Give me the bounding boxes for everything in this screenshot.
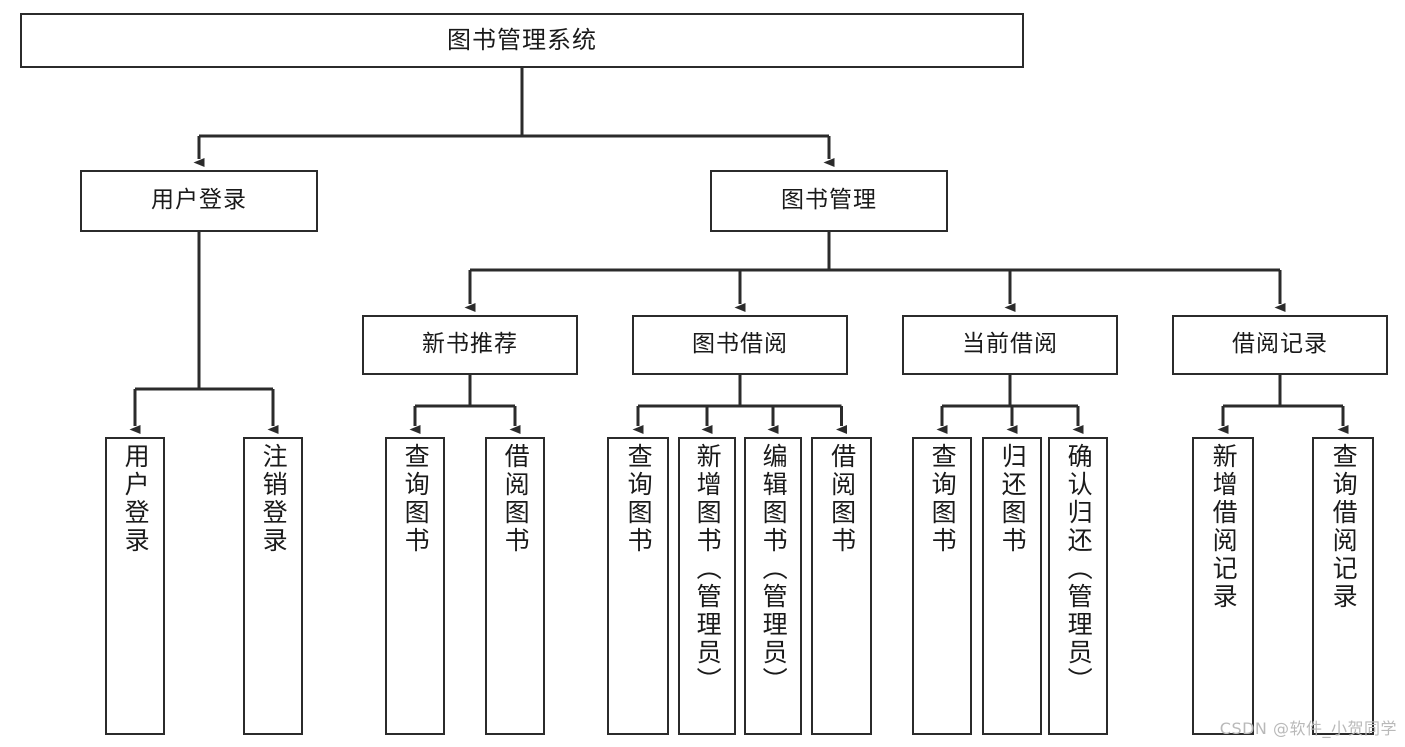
node-l12[interactable]: 新增借阅记录 <box>1192 437 1254 735</box>
node-l9[interactable]: 查询图书 <box>912 437 972 735</box>
node-label: 查询图书 <box>401 443 431 555</box>
node-label: 用户登录 <box>121 443 151 555</box>
node-l7[interactable]: 编辑图书（管理员） <box>744 437 802 735</box>
node-label: 用户登录 <box>151 187 247 214</box>
node-l6[interactable]: 新增图书（管理员） <box>678 437 736 735</box>
node-label: 当前借阅 <box>962 331 1058 358</box>
node-label: 图书管理系统 <box>447 26 597 55</box>
node-label: 借阅图书 <box>501 443 531 555</box>
node-label: 查询图书 <box>624 443 654 555</box>
node-l4[interactable]: 借阅图书 <box>485 437 545 735</box>
watermark: CSDN @软件_小贺同学 <box>1219 719 1397 738</box>
node-l1[interactable]: 用户登录 <box>105 437 165 735</box>
node-l8[interactable]: 借阅图书 <box>811 437 872 735</box>
node-label: 编辑图书（管理员） <box>759 443 789 695</box>
node-l3[interactable]: 查询图书 <box>385 437 445 735</box>
node-bookmgmt[interactable]: 图书管理 <box>710 170 948 232</box>
node-userlogin[interactable]: 用户登录 <box>80 170 318 232</box>
node-label: 图书管理 <box>781 187 877 214</box>
node-current[interactable]: 当前借阅 <box>902 315 1118 375</box>
node-l2[interactable]: 注销登录 <box>243 437 303 735</box>
node-label: 确认归还（管理员） <box>1064 443 1094 695</box>
node-l11[interactable]: 确认归还（管理员） <box>1048 437 1108 735</box>
node-label: 注销登录 <box>259 443 289 555</box>
node-label: 图书借阅 <box>692 331 788 358</box>
node-l10[interactable]: 归还图书 <box>982 437 1042 735</box>
node-records[interactable]: 借阅记录 <box>1172 315 1388 375</box>
node-l5[interactable]: 查询图书 <box>607 437 669 735</box>
node-label: 新书推荐 <box>422 331 518 358</box>
node-label: 查询借阅记录 <box>1329 443 1359 611</box>
node-root[interactable]: 图书管理系统 <box>20 13 1024 68</box>
node-newbook[interactable]: 新书推荐 <box>362 315 578 375</box>
node-l13[interactable]: 查询借阅记录 <box>1312 437 1374 735</box>
node-label: 借阅记录 <box>1232 331 1328 358</box>
node-label: 查询图书 <box>928 443 958 555</box>
node-borrowbook[interactable]: 图书借阅 <box>632 315 848 375</box>
node-label: 新增图书（管理员） <box>693 443 723 695</box>
node-label: 归还图书 <box>998 443 1028 555</box>
node-label: 借阅图书 <box>827 443 857 555</box>
node-label: 新增借阅记录 <box>1209 443 1239 611</box>
